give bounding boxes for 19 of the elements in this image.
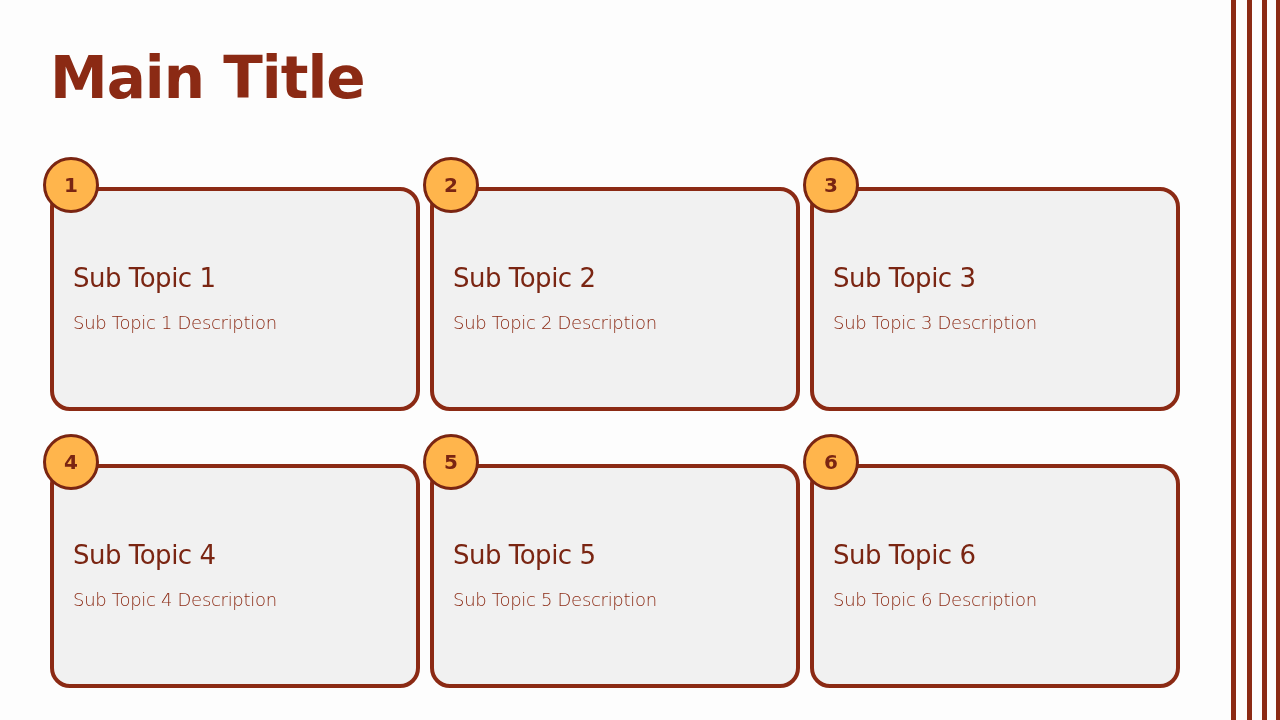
number-badge: 2 (423, 157, 479, 213)
card-heading: Sub Topic 6 (833, 540, 976, 570)
main-title: Main Title (50, 44, 365, 112)
number-badge: 1 (43, 157, 99, 213)
card-description: Sub Topic 1 Description (73, 312, 277, 333)
card-heading: Sub Topic 4 (73, 540, 216, 570)
card-description: Sub Topic 6 Description (833, 589, 1037, 610)
number-badge: 4 (43, 434, 99, 490)
card-heading: Sub Topic 1 (73, 263, 216, 293)
card-description: Sub Topic 2 Description (453, 312, 657, 333)
card-description: Sub Topic 3 Description (833, 312, 1037, 333)
card-heading: Sub Topic 2 (453, 263, 596, 293)
card-description: Sub Topic 5 Description (453, 589, 657, 610)
card-heading: Sub Topic 5 (453, 540, 596, 570)
number-badge: 6 (803, 434, 859, 490)
card-heading: Sub Topic 3 (833, 263, 976, 293)
card-description: Sub Topic 4 Description (73, 589, 277, 610)
number-badge: 3 (803, 157, 859, 213)
number-badge: 5 (423, 434, 479, 490)
